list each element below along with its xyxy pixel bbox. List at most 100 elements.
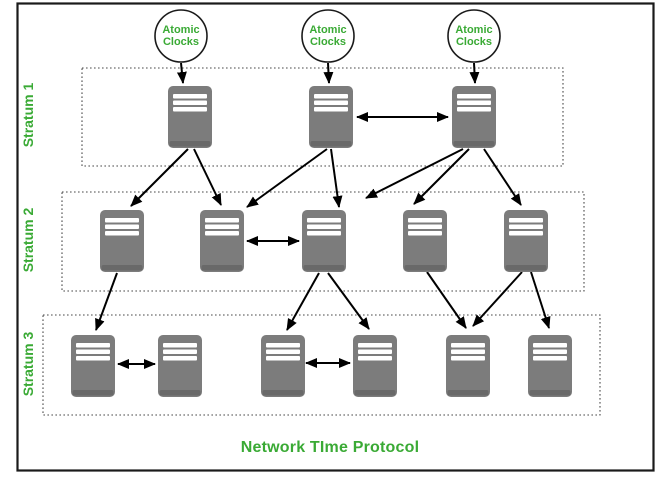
atomic-clock-line2: Clocks bbox=[162, 36, 200, 48]
server-stripe bbox=[457, 94, 491, 99]
server-stripe bbox=[266, 356, 300, 361]
server-base bbox=[303, 265, 345, 271]
server-stripe bbox=[173, 94, 207, 99]
server-node-stratum1 bbox=[452, 86, 496, 148]
stratum-label-2: Stratum 2 bbox=[20, 207, 36, 273]
server-stripe bbox=[314, 94, 348, 99]
stratum-box-1 bbox=[81, 67, 564, 167]
atomic-clock-line1: Atomic bbox=[162, 24, 200, 36]
server-stripe bbox=[533, 356, 567, 361]
server-node-stratum3 bbox=[158, 335, 202, 397]
arrow bbox=[469, 62, 480, 84]
server-stripe bbox=[163, 349, 197, 354]
server-stripe bbox=[457, 100, 491, 105]
server-base bbox=[72, 390, 114, 396]
server-stripe bbox=[314, 100, 348, 105]
server-stripe bbox=[173, 100, 207, 105]
arrow bbox=[327, 272, 370, 330]
server-base bbox=[529, 390, 571, 396]
server-stripe bbox=[163, 343, 197, 348]
server-stripe bbox=[358, 356, 392, 361]
server-base bbox=[201, 265, 243, 271]
atomic-clock-label: Atomic Clocks bbox=[434, 24, 514, 48]
server-stripe bbox=[76, 349, 110, 354]
server-stripe bbox=[173, 107, 207, 112]
server-node-stratum3 bbox=[528, 335, 572, 397]
server-base bbox=[101, 265, 143, 271]
stratum-label-1: Stratum 1 bbox=[20, 82, 36, 148]
arrow bbox=[130, 148, 189, 207]
atomic-clock-label: Atomic Clocks bbox=[141, 24, 221, 48]
server-base bbox=[505, 265, 547, 271]
server-base bbox=[447, 390, 489, 396]
arrow bbox=[413, 148, 470, 205]
server-stripe bbox=[105, 218, 139, 223]
atomic-clock-line1: Atomic bbox=[455, 24, 493, 36]
server-base bbox=[354, 390, 396, 396]
server-node-stratum3 bbox=[261, 335, 305, 397]
arrow bbox=[95, 272, 118, 331]
server-stripe bbox=[307, 231, 341, 236]
server-node-stratum1 bbox=[168, 86, 212, 148]
server-node-stratum3 bbox=[446, 335, 490, 397]
server-stripe bbox=[358, 343, 392, 348]
server-stripe bbox=[457, 107, 491, 112]
arrow bbox=[176, 62, 187, 84]
stratum-label-3: Stratum 3 bbox=[20, 331, 36, 397]
server-stripe bbox=[533, 349, 567, 354]
server-stripe bbox=[509, 224, 543, 229]
server-base bbox=[310, 141, 352, 147]
arrow bbox=[193, 148, 222, 206]
atomic-clock-circle bbox=[447, 9, 501, 63]
server-stripe bbox=[533, 343, 567, 348]
server-base bbox=[262, 390, 304, 396]
server-stripe bbox=[408, 231, 442, 236]
server-stripe bbox=[266, 343, 300, 348]
diagram-title: Network TIme Protocol bbox=[240, 439, 420, 456]
server-stripe bbox=[105, 224, 139, 229]
atomic-clock-line1: Atomic bbox=[309, 24, 347, 36]
arrow bbox=[530, 271, 551, 329]
server-node-stratum2 bbox=[504, 210, 548, 272]
atomic-clock-line2: Clocks bbox=[309, 36, 347, 48]
server-node-stratum3 bbox=[71, 335, 115, 397]
server-stripe bbox=[266, 349, 300, 354]
server-stripe bbox=[307, 224, 341, 229]
server-base bbox=[169, 141, 211, 147]
server-stripe bbox=[205, 231, 239, 236]
arrow bbox=[426, 271, 467, 329]
server-base bbox=[404, 265, 446, 271]
server-stripe bbox=[307, 218, 341, 223]
stratum-box-3 bbox=[42, 314, 601, 416]
atomic-clock-line2: Clocks bbox=[455, 36, 493, 48]
server-base bbox=[453, 141, 495, 147]
server-stripe bbox=[163, 356, 197, 361]
server-stripe bbox=[76, 343, 110, 348]
server-stripe bbox=[105, 231, 139, 236]
server-stripe bbox=[408, 224, 442, 229]
server-stripe bbox=[451, 349, 485, 354]
server-stripe bbox=[76, 356, 110, 361]
server-base bbox=[159, 390, 201, 396]
server-stripe bbox=[205, 218, 239, 223]
server-stripe bbox=[509, 218, 543, 223]
server-stripe bbox=[205, 224, 239, 229]
server-stripe bbox=[451, 356, 485, 361]
server-node-stratum2 bbox=[200, 210, 244, 272]
server-stripe bbox=[358, 349, 392, 354]
atomic-clock-circle bbox=[301, 9, 355, 63]
server-stripe bbox=[509, 231, 543, 236]
server-node-stratum2 bbox=[403, 210, 447, 272]
server-stripe bbox=[314, 107, 348, 112]
arrow bbox=[246, 148, 328, 208]
server-node-stratum3 bbox=[353, 335, 397, 397]
server-stripe bbox=[408, 218, 442, 223]
atomic-clock-circle bbox=[154, 9, 208, 63]
arrow bbox=[483, 148, 522, 206]
server-node-stratum1 bbox=[309, 86, 353, 148]
server-node-stratum2 bbox=[302, 210, 346, 272]
stratum-box-2 bbox=[61, 191, 585, 292]
server-stripe bbox=[451, 343, 485, 348]
